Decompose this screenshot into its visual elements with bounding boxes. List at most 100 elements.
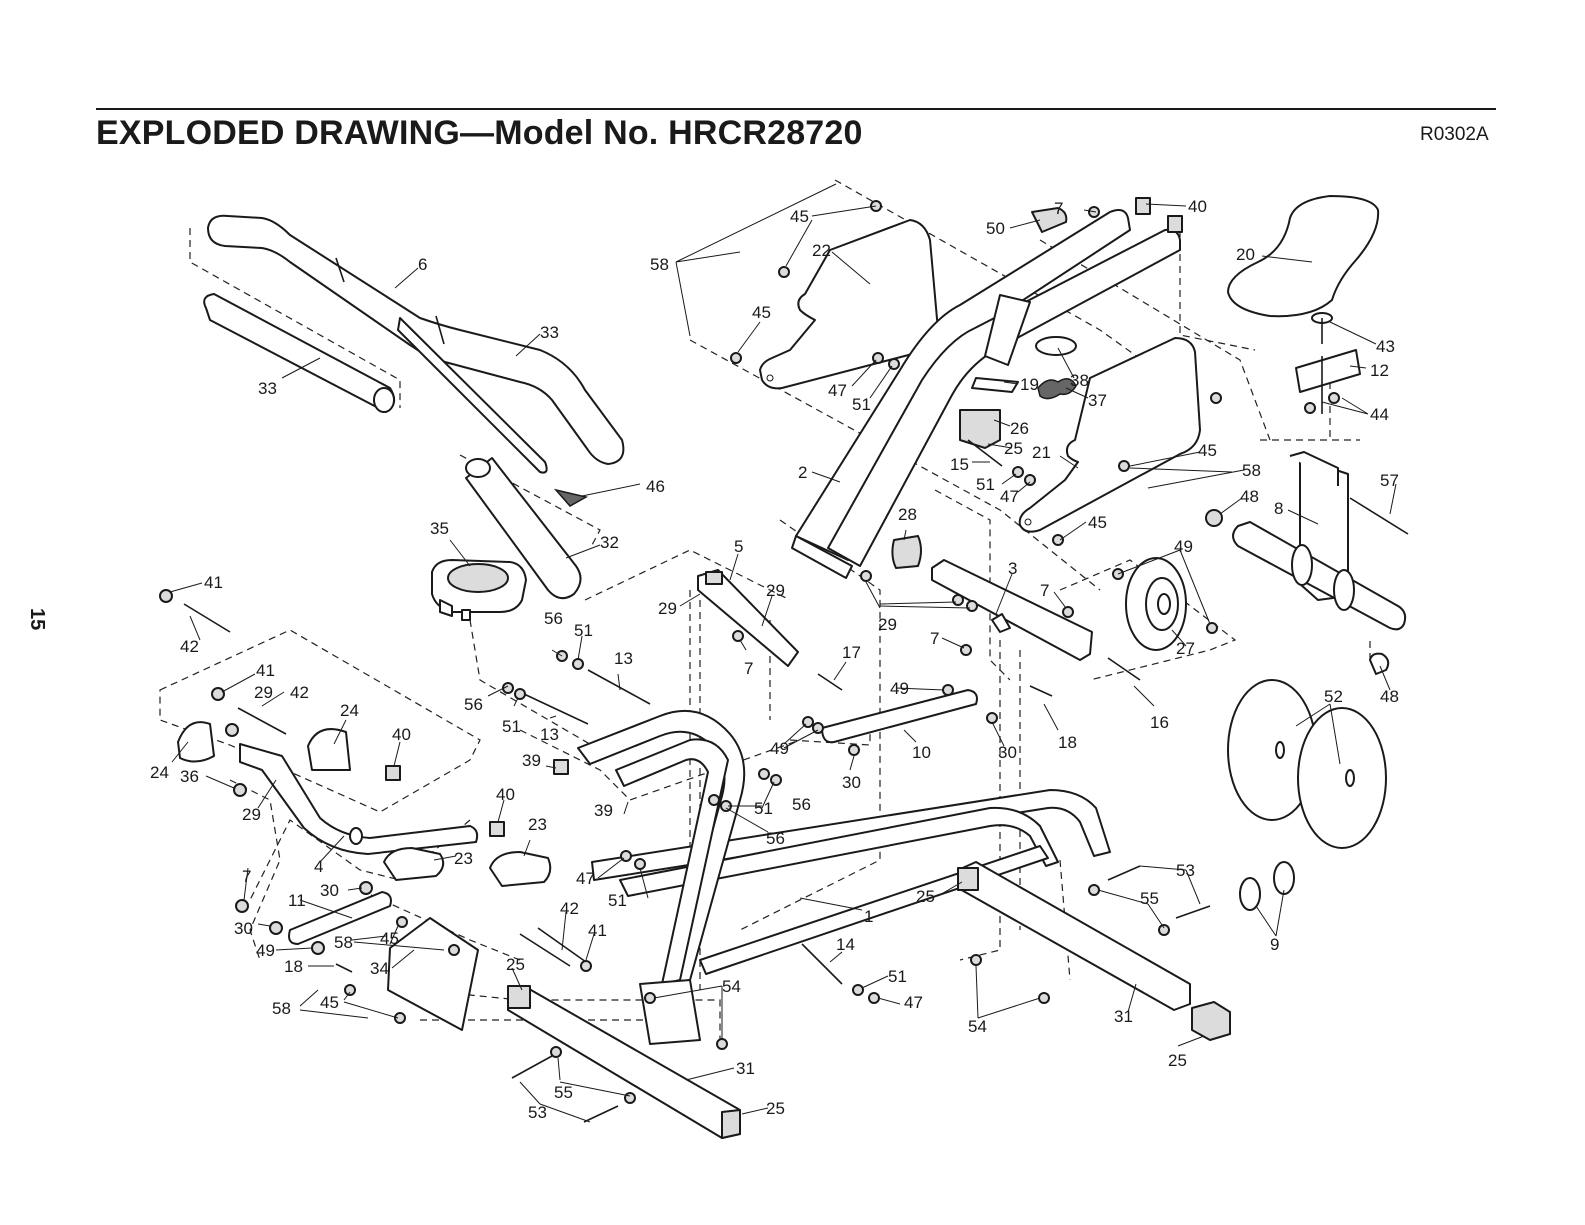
- callout-49-d: 49: [256, 941, 275, 960]
- callout-49-b: 49: [890, 679, 909, 698]
- callout-51-c: 51: [574, 621, 593, 640]
- callout-41-b: 41: [256, 661, 275, 680]
- bolts-and-pins: [183, 356, 1323, 1123]
- callout-9: 9: [1270, 935, 1279, 954]
- stabilizer-part-31-rear: [957, 861, 1191, 1011]
- callout-43: 43: [1376, 337, 1395, 356]
- callout-29-c: 29: [878, 615, 897, 634]
- callout-58-c: 58: [334, 933, 353, 952]
- callout-49-c: 49: [770, 739, 789, 758]
- end-cap-part-40-b: [489, 821, 505, 837]
- pad-part-26: [959, 409, 1001, 449]
- drawing-code: R0302A: [1420, 124, 1489, 145]
- end-cap-part-40-upper: [1135, 197, 1183, 233]
- link-arm-part-10: [821, 689, 978, 744]
- callout-54-a: 54: [722, 977, 741, 996]
- page-title: EXPLODED DRAWING—Model No. HRCR28720: [96, 114, 863, 152]
- leader-lines: [169, 183, 1397, 1123]
- callout-23-b: 23: [454, 849, 473, 868]
- callout-56-c: 56: [792, 795, 811, 814]
- linkage-arm-part-3: [931, 559, 1093, 661]
- callout-30-d: 30: [234, 919, 253, 938]
- callout-25-d: 25: [766, 1099, 785, 1118]
- callout-37: 37: [1088, 391, 1107, 410]
- header-rule: [96, 108, 1496, 110]
- callout-45-a: 45: [790, 207, 809, 226]
- callout-57: 57: [1380, 471, 1399, 490]
- callout-44: 44: [1370, 405, 1389, 424]
- callout-33-b: 33: [258, 379, 277, 398]
- pivot-bracket-part-5: [697, 569, 799, 667]
- callout-6: 6: [418, 255, 427, 274]
- callout-1: 1: [864, 907, 873, 926]
- stabilizer-part-31-front: [507, 985, 741, 1139]
- callout-49-a: 49: [1174, 537, 1193, 556]
- pedal-arm-part-4: [239, 743, 479, 855]
- callout-29-a: 29: [766, 581, 785, 600]
- callout-25-c: 25: [506, 955, 525, 974]
- callout-58-b: 58: [1242, 461, 1261, 480]
- bracket-part-19: [971, 377, 1019, 393]
- callout-53-a: 53: [1176, 861, 1195, 880]
- callout-25-e: 25: [1168, 1051, 1187, 1070]
- callout-23-a: 23: [528, 815, 547, 834]
- callout-24-b: 24: [150, 763, 169, 782]
- callout-56-a: 56: [544, 609, 563, 628]
- callout-10: 10: [912, 743, 931, 762]
- collar-part-9: [1239, 861, 1295, 911]
- callout-25-a: 25: [1004, 439, 1023, 458]
- callout-14: 14: [836, 935, 855, 954]
- callout-34: 34: [370, 959, 389, 978]
- end-cap-part-39: [553, 759, 569, 775]
- callout-16: 16: [1150, 713, 1169, 732]
- callout-48-a: 48: [1240, 487, 1259, 506]
- end-cap-part-40-a: [385, 765, 401, 781]
- callout-56-b: 56: [464, 695, 483, 714]
- callout-13-b: 13: [540, 725, 559, 744]
- cap-part-46: [553, 488, 589, 507]
- callout-42-c: 42: [560, 899, 579, 918]
- callout-25-b: 25: [916, 887, 935, 906]
- grip-tube-part-33: [203, 293, 396, 413]
- callout-41-a: 41: [204, 573, 223, 592]
- end-cap-part-25-front: [507, 985, 531, 1009]
- callout-13-a: 13: [614, 649, 633, 668]
- callout-24-a: 24: [340, 701, 359, 720]
- callout-21: 21: [1032, 443, 1051, 462]
- callout-2: 2: [798, 463, 807, 482]
- callout-11: 11: [288, 891, 306, 910]
- callout-17: 17: [842, 643, 861, 662]
- callout-53-b: 53: [528, 1103, 547, 1122]
- callout-31-b: 31: [736, 1059, 755, 1078]
- callout-19: 19: [1020, 375, 1039, 394]
- callout-40-c: 40: [496, 785, 515, 804]
- callout-55-b: 55: [554, 1083, 573, 1102]
- callout-58-d: 58: [272, 999, 291, 1018]
- callout-47-c: 47: [576, 869, 595, 888]
- block-part-28: [891, 535, 922, 569]
- callout-45-f: 45: [320, 993, 339, 1012]
- callout-51-a: 51: [852, 395, 871, 414]
- callout-51-d: 51: [502, 717, 521, 736]
- callout-32: 32: [600, 533, 619, 552]
- callout-45-d: 45: [1088, 513, 1107, 532]
- callout-18-a: 18: [1058, 733, 1077, 752]
- callout-45-b: 45: [752, 303, 771, 322]
- callout-29-b: 29: [658, 599, 677, 618]
- disc-part-38: [1035, 336, 1077, 356]
- weight-plate-part-52: [1227, 679, 1387, 849]
- callout-18-b: 18: [284, 957, 303, 976]
- nuts-and-washers: [159, 200, 1340, 1104]
- callout-3: 3: [1008, 559, 1017, 578]
- callout-33-a: 33: [540, 323, 559, 342]
- callout-29-d: 29: [254, 683, 273, 702]
- callout-29-e: 29: [242, 805, 261, 824]
- knob-part-37: [1037, 378, 1077, 400]
- callout-47-a: 47: [828, 381, 847, 400]
- seat-bracket-part-12: [1295, 349, 1361, 393]
- callout-8: 8: [1274, 499, 1283, 518]
- callout-7-c: 7: [930, 629, 939, 648]
- callout-39-b: 39: [594, 801, 613, 820]
- callout-52: 52: [1324, 687, 1343, 706]
